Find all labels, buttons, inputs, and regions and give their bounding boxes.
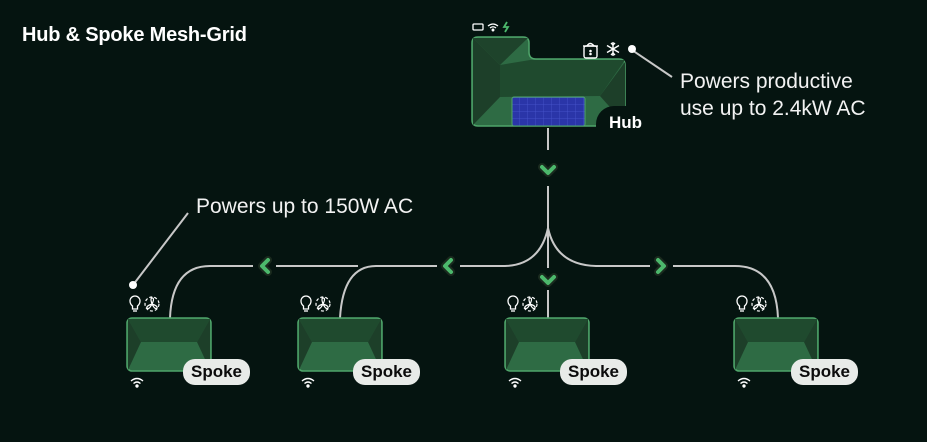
spokes	[126, 295, 819, 388]
roof-face-left	[506, 319, 519, 370]
wifi-icon	[130, 377, 144, 388]
spoke-4-drop	[734, 265, 779, 319]
arrow-left-icon	[441, 256, 455, 276]
lightbulb-icon	[300, 295, 312, 312]
spoke-building	[297, 295, 383, 388]
roof-face-top	[128, 319, 210, 342]
arrow-left-icon	[258, 256, 272, 276]
wifi-icon	[508, 377, 522, 388]
roof-face-top	[506, 319, 588, 342]
spoke-label-2: Spoke	[353, 359, 421, 385]
wifi-icon	[487, 23, 499, 32]
roof-face-left	[735, 319, 748, 370]
arrow-right-icon	[654, 256, 668, 276]
fan-icon	[144, 296, 160, 312]
spoke-label-3: Spoke	[560, 359, 628, 385]
roof-face-right	[368, 319, 381, 370]
spoke-1-drop	[169, 265, 211, 319]
solar-panel	[511, 96, 586, 127]
connection-lines	[132, 49, 779, 319]
hub-callout: Powers productive use up to 2.4kW AC	[680, 68, 866, 122]
spoke-building	[733, 295, 819, 388]
hub-callout-line-1: Powers productive	[680, 70, 853, 93]
fan-icon	[751, 296, 767, 312]
lightning-icon	[502, 21, 510, 33]
roof-face-top	[299, 319, 381, 342]
spoke-building	[126, 295, 212, 388]
hub-callout-leader	[631, 49, 673, 78]
spoke-building	[504, 295, 590, 388]
lightbulb-icon	[736, 295, 748, 312]
hub-appliance-icons	[583, 42, 620, 59]
diagram-title: Hub & Spoke Mesh-Grid	[22, 24, 247, 46]
fan-icon	[315, 296, 331, 312]
hub-callout-line-2: use up to 2.4kW AC	[680, 97, 866, 120]
wifi-icon	[737, 377, 751, 388]
arrow-down-icon	[538, 273, 558, 287]
lightbulb-icon	[129, 295, 141, 312]
lightbulb-icon	[507, 295, 519, 312]
branch-right-curve	[547, 227, 650, 267]
spoke-2-drop	[339, 265, 377, 319]
roof-face-right	[804, 319, 817, 370]
hub-callout-dot	[628, 45, 636, 53]
spoke-label-1: Spoke	[183, 359, 251, 385]
hub-building	[471, 36, 626, 127]
spoke-label-4: Spoke	[791, 359, 859, 385]
spoke-callout-leader	[132, 212, 189, 286]
flow-arrows	[258, 163, 668, 287]
spoke-callout-dot	[129, 281, 137, 289]
snowflake-icon	[606, 42, 620, 56]
hub-label: Hub	[609, 113, 643, 132]
spoke-callout: Powers up to 150W AC	[196, 195, 414, 218]
arrow-down-icon	[538, 163, 558, 177]
roof-face-left	[128, 319, 141, 370]
hub-status-icons	[472, 21, 510, 33]
battery-icon	[472, 23, 484, 31]
roof-face-right	[575, 319, 588, 370]
roof-face-left	[299, 319, 312, 370]
hub-label-tab	[596, 106, 660, 142]
branch-left-curve	[460, 227, 549, 267]
roof-face-right	[197, 319, 210, 370]
wifi-icon	[301, 377, 315, 388]
fan-icon	[522, 296, 538, 312]
roof-face-top	[735, 319, 817, 342]
rice-cooker-icon	[583, 42, 598, 59]
